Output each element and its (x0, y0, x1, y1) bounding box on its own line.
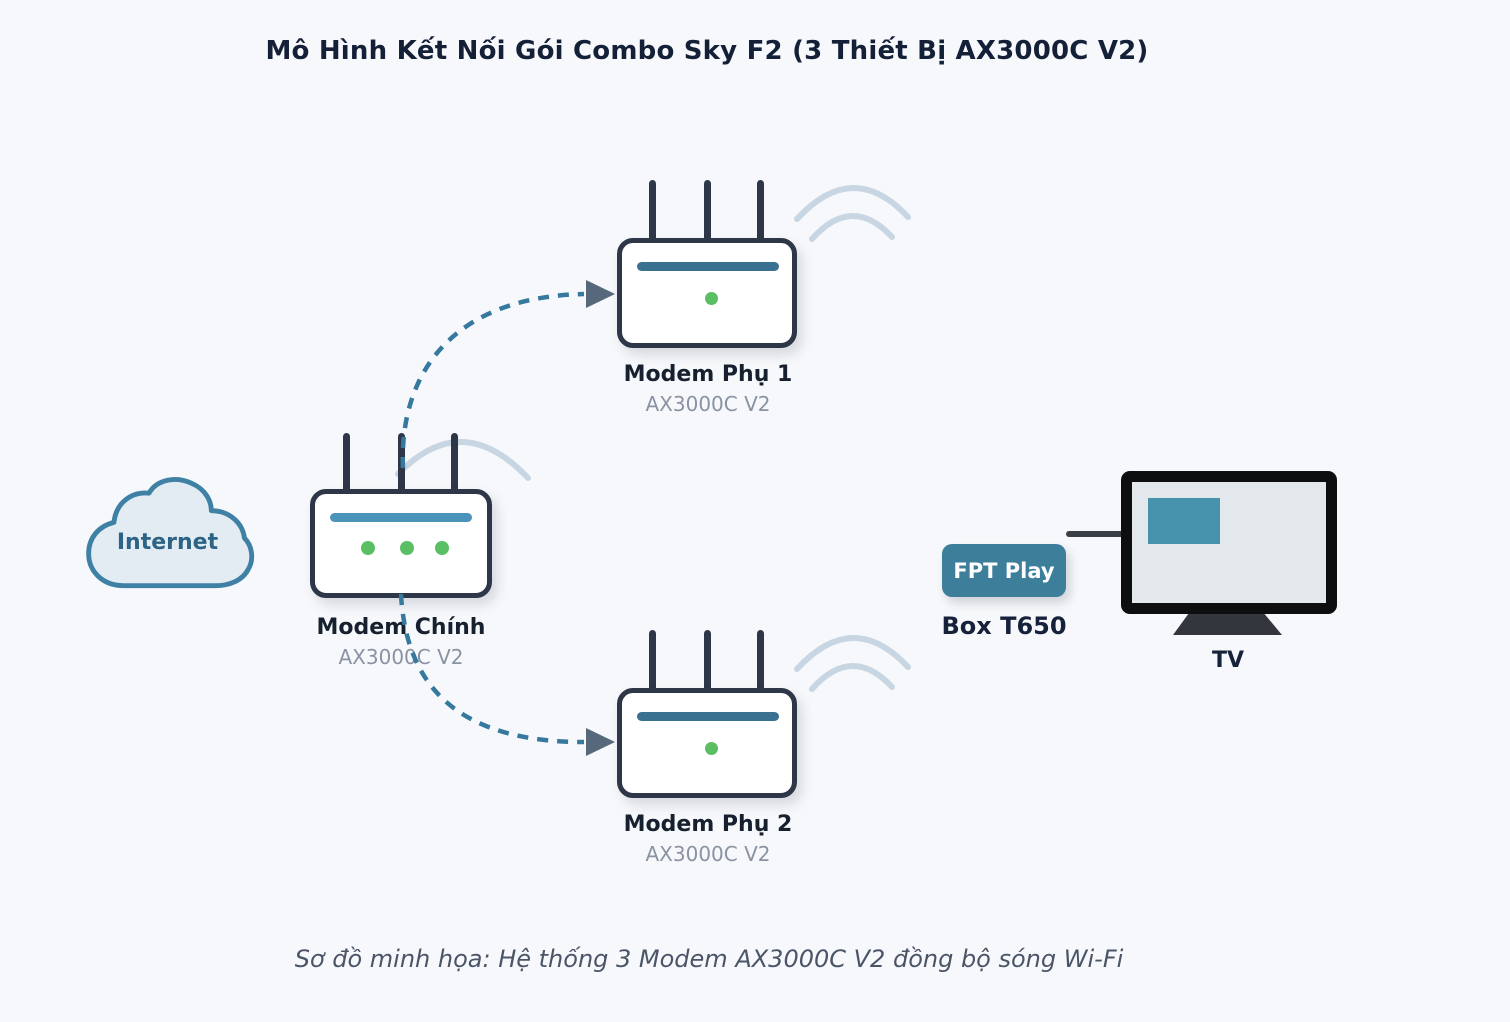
modem-body (310, 489, 492, 598)
fpt-play-box: FPT Play (942, 544, 1066, 597)
modem-main-node: Modem Chính AX3000C V2 (310, 433, 492, 669)
modem-status-bar (637, 262, 779, 271)
page-title: Mô Hình Kết Nối Gói Combo Sky F2 (3 Thiế… (265, 36, 1149, 66)
internet-cloud-icon (86, 477, 255, 589)
antenna-icon (757, 630, 764, 696)
fpt-play-label: FPT Play (953, 558, 1055, 583)
antenna-icon (649, 180, 656, 246)
modem-model: AX3000C V2 (338, 645, 464, 669)
antenna-icon (451, 433, 458, 497)
modem-status-bar (637, 712, 779, 721)
antenna-icon (398, 433, 405, 497)
led-indicator (400, 541, 414, 555)
internet-node: Internet (75, 472, 260, 602)
modem-sub2-node: Modem Phụ 2 AX3000C V2 (617, 630, 797, 866)
modem-name: Modem Chính (316, 615, 486, 640)
modem-model: AX3000C V2 (645, 392, 771, 416)
tv-icon (1121, 471, 1337, 614)
modem-name: Modem Phụ 1 (623, 362, 793, 387)
antenna-icon (343, 433, 350, 497)
wifi-waves-icon (809, 213, 895, 242)
diagram-caption: Sơ đồ minh họa: Hệ thống 3 Modem AX3000C… (294, 945, 1124, 973)
modem-main-label: Modem Chính AX3000C V2 (270, 615, 532, 669)
arrowhead-icon (586, 280, 615, 308)
modem-body (617, 688, 797, 798)
internet-label: Internet (116, 530, 219, 555)
antenna-icon (704, 630, 711, 696)
arrowhead-icon (586, 728, 615, 756)
wifi-waves-icon (809, 663, 895, 692)
antenna-icon (649, 630, 656, 696)
modem-model: AX3000C V2 (645, 842, 771, 866)
modem-body (617, 238, 797, 348)
tv-stand (1173, 614, 1282, 635)
modem-sub1-node: Modem Phụ 1 AX3000C V2 (617, 180, 797, 416)
led-indicator (705, 742, 718, 755)
antenna-icon (704, 180, 711, 246)
box-model-label: Box T650 (941, 612, 1067, 640)
modem-name: Modem Phụ 2 (623, 812, 793, 837)
modem-sub2-label: Modem Phụ 2 AX3000C V2 (577, 812, 839, 866)
tv-label: TV (1211, 648, 1245, 673)
modem-sub1-label: Modem Phụ 1 AX3000C V2 (577, 362, 839, 416)
led-indicator (361, 541, 375, 555)
led-indicator (705, 292, 718, 305)
antenna-icon (757, 180, 764, 246)
tv-screen-content (1148, 498, 1220, 544)
modem-status-bar (330, 513, 472, 522)
led-indicator (435, 541, 449, 555)
hdmi-cable (1066, 531, 1124, 537)
wifi-waves-icon (794, 635, 911, 672)
wifi-waves-icon (794, 185, 911, 222)
